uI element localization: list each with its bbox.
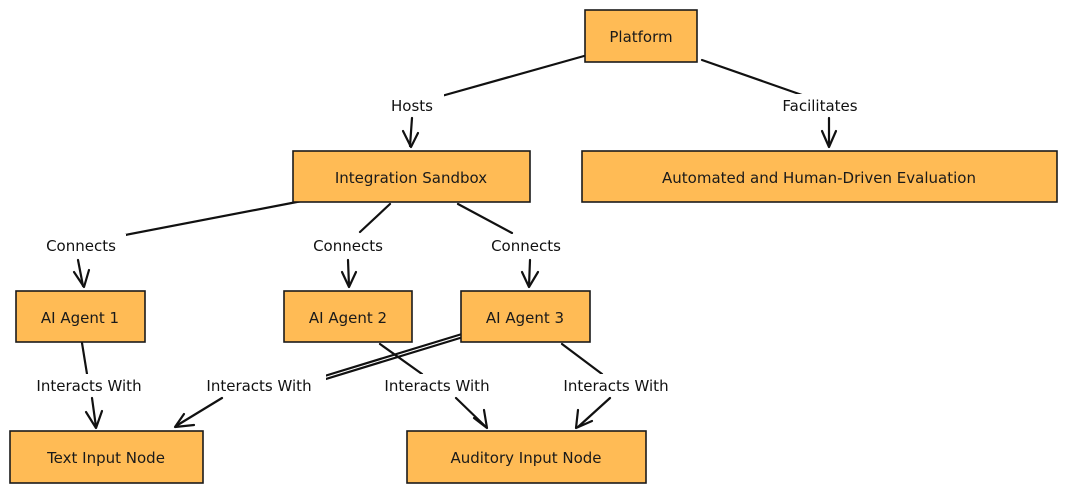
svg-text:Platform: Platform xyxy=(609,28,672,46)
node-ai-agent-3: AI Agent 3 xyxy=(460,290,591,343)
svg-text:Connects: Connects xyxy=(46,237,116,255)
svg-text:Text Input Node: Text Input Node xyxy=(46,449,165,467)
arrowhead-interacts-1 xyxy=(84,409,104,430)
svg-text:AI Agent 2: AI Agent 2 xyxy=(309,309,387,327)
edge-label-facilitates: Facilitates xyxy=(770,94,870,116)
arrowhead-connects-3 xyxy=(520,270,540,289)
edge-label-interacts-4: Interacts With xyxy=(549,374,683,396)
svg-text:Connects: Connects xyxy=(491,237,561,255)
node-text-input: Text Input Node xyxy=(9,430,204,484)
svg-text:Hosts: Hosts xyxy=(391,97,433,115)
edge-sandbox-agent1 xyxy=(76,199,304,288)
edge-label-interacts-2: Interacts With xyxy=(192,374,326,396)
arrowhead-connects-1 xyxy=(72,268,91,289)
edge-label-interacts-3: Interacts With xyxy=(370,374,504,396)
arrowhead-interacts-3 xyxy=(472,408,489,430)
edge-label-interacts-1: Interacts With xyxy=(22,374,156,396)
node-auditory-input: Auditory Input Node xyxy=(406,430,647,484)
node-platform: Platform xyxy=(584,9,698,63)
edge-label-hosts: Hosts xyxy=(380,94,444,116)
node-integration-sandbox: Integration Sandbox xyxy=(292,150,531,203)
svg-text:Automated and Human-Driven Eva: Automated and Human-Driven Evaluation xyxy=(662,169,976,187)
arrowhead-facilitates xyxy=(820,129,838,149)
edge-label-connects-3: Connects xyxy=(481,234,571,256)
svg-text:Interacts With: Interacts With xyxy=(36,377,141,395)
arrowhead-interacts-2 xyxy=(173,412,196,429)
svg-text:Interacts With: Interacts With xyxy=(563,377,668,395)
svg-text:Interacts With: Interacts With xyxy=(206,377,311,395)
svg-text:Interacts With: Interacts With xyxy=(384,377,489,395)
nodes: Platform Integration Sandbox Automated a… xyxy=(9,9,1058,484)
svg-text:AI Agent 1: AI Agent 1 xyxy=(41,309,119,327)
edge-sandbox-agent2 xyxy=(346,202,392,288)
svg-text:Facilitates: Facilitates xyxy=(782,97,857,115)
svg-text:Auditory Input Node: Auditory Input Node xyxy=(450,449,601,467)
arrowhead-hosts xyxy=(401,129,420,149)
svg-text:Connects: Connects xyxy=(313,237,383,255)
edge-label-connects-2: Connects xyxy=(303,234,393,256)
edge-agent3-text xyxy=(174,332,464,428)
edge-agent1-text xyxy=(80,341,98,429)
svg-text:AI Agent 3: AI Agent 3 xyxy=(486,309,564,327)
edge-label-connects-1: Connects xyxy=(36,234,126,256)
edge-labels: Hosts Facilitates Connects Connects Conn… xyxy=(22,94,870,396)
edge-platform-sandbox xyxy=(408,54,586,148)
arrowhead-connects-2 xyxy=(340,270,358,289)
svg-text:Integration Sandbox: Integration Sandbox xyxy=(335,169,487,187)
arrowhead-interacts-4 xyxy=(574,408,594,430)
node-ai-agent-2: AI Agent 2 xyxy=(283,290,413,343)
node-evaluation: Automated and Human-Driven Evaluation xyxy=(581,150,1058,203)
edge-sandbox-agent3 xyxy=(456,202,532,288)
edge-agent3-auditory xyxy=(560,342,612,429)
node-ai-agent-1: AI Agent 1 xyxy=(15,290,146,343)
edge-platform-evaluation xyxy=(700,58,831,148)
edges xyxy=(72,54,838,430)
